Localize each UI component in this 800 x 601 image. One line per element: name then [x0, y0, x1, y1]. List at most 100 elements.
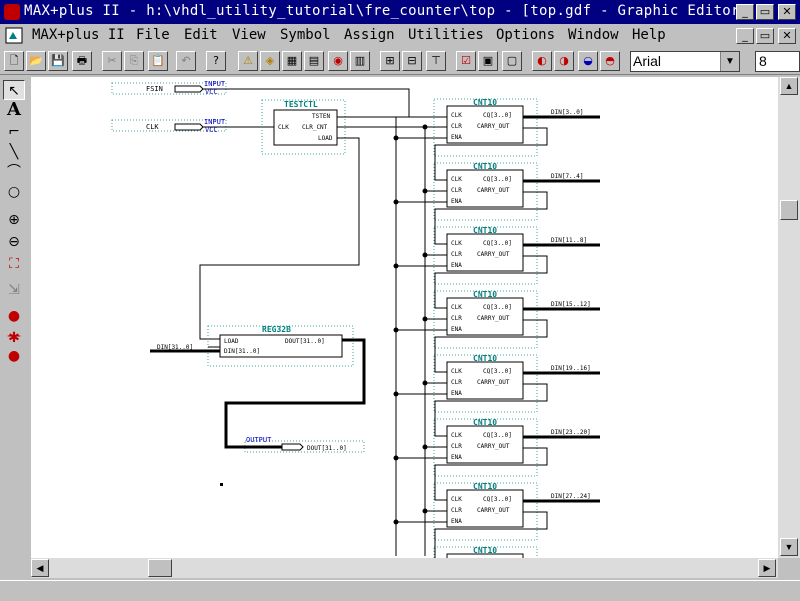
- arc-tool-icon[interactable]: ⌒: [7, 164, 21, 180]
- connect-dots-icon[interactable]: ●—●: [7, 308, 21, 364]
- menu-assign[interactable]: Assign: [344, 27, 395, 43]
- cnt10-block[interactable]: [446, 297, 524, 336]
- menu-file[interactable]: File: [136, 27, 170, 43]
- testctl-port-clk: CLK: [278, 124, 289, 131]
- cnt10-block[interactable]: [446, 361, 524, 400]
- eye-icon[interactable]: ◒: [578, 51, 598, 71]
- print-icon[interactable]: 🖶: [72, 51, 92, 71]
- junction-dot: [422, 444, 428, 450]
- input-pin-clk[interactable]: [174, 123, 204, 131]
- junction-dot: [393, 391, 399, 397]
- menu-options[interactable]: Options: [496, 27, 556, 43]
- horizontal-scrollbar[interactable]: ◀ ▶: [31, 558, 778, 578]
- selection-arrow-icon[interactable]: ↖: [3, 80, 25, 100]
- scroll-down-icon[interactable]: ▼: [780, 538, 798, 556]
- new-file-icon[interactable]: 🗋: [4, 51, 24, 71]
- carry-chain-wire[interactable]: [434, 447, 548, 501]
- font-size-input[interactable]: 8: [755, 51, 800, 72]
- clk-port-value: VCC: [205, 126, 218, 134]
- cnt-port-ena: ENA: [451, 198, 462, 205]
- carry-chain-wire[interactable]: [434, 383, 548, 437]
- carry-chain-wire[interactable]: [434, 127, 548, 181]
- doc-restore-button[interactable]: ▭: [756, 28, 774, 44]
- horizontal-scroll-thumb[interactable]: [148, 559, 172, 577]
- help-pointer-icon[interactable]: ?: [206, 51, 226, 71]
- junction-dot: [393, 199, 399, 205]
- menu-help[interactable]: Help: [632, 27, 666, 43]
- diagonal-line-icon[interactable]: ╲: [9, 144, 19, 160]
- cnt10-block[interactable]: [446, 105, 524, 144]
- scroll-left-icon[interactable]: ◀: [31, 559, 49, 577]
- document-icon[interactable]: [4, 27, 26, 45]
- hierarchy-display-icon[interactable]: ⊞: [380, 51, 400, 71]
- reg32b-block[interactable]: [219, 334, 343, 358]
- cnt10-block[interactable]: [446, 169, 524, 208]
- rubberband-icon[interactable]: ⇲: [8, 282, 20, 298]
- junction-dot: [393, 135, 399, 141]
- menu-maxplus[interactable]: MAX+plus II: [32, 27, 125, 43]
- save-icon[interactable]: 💾: [48, 51, 68, 71]
- probe-icon[interactable]: ◐: [532, 51, 552, 71]
- menu-window[interactable]: Window: [568, 27, 619, 43]
- junction-dot: [422, 380, 428, 386]
- cnt-port-ena: ENA: [451, 390, 462, 397]
- node-find-icon[interactable]: ◑: [554, 51, 574, 71]
- save-check-icon[interactable]: ☑: [456, 51, 476, 71]
- output-pin-dout[interactable]: [281, 443, 304, 451]
- save-compile-icon[interactable]: ▣: [478, 51, 498, 71]
- carry-chain-wire[interactable]: [434, 191, 548, 245]
- wire-load[interactable]: [199, 137, 360, 340]
- menu-utilities[interactable]: Utilities: [408, 27, 484, 43]
- cnt10-block[interactable]: [446, 425, 524, 464]
- vertical-scrollbar[interactable]: ▲ ▼: [778, 77, 800, 558]
- menu-symbol[interactable]: Symbol: [280, 27, 331, 43]
- menu-view[interactable]: View: [232, 27, 266, 43]
- fit-in-window-icon[interactable]: ⛶: [9, 256, 19, 272]
- font-select[interactable]: Arial ▼: [630, 51, 740, 72]
- doc-minimize-button[interactable]: _: [736, 28, 754, 44]
- maxplus-app-icon[interactable]: [4, 4, 20, 20]
- cut-icon[interactable]: ✂: [102, 51, 122, 71]
- zoom-in-icon[interactable]: ⊕: [8, 212, 20, 228]
- circle-tool-icon[interactable]: ○: [7, 184, 21, 200]
- bus-dout[interactable]: [224, 338, 366, 449]
- carry-chain-wire[interactable]: [434, 319, 548, 373]
- floorplan-icon[interactable]: ▦: [282, 51, 302, 71]
- cnt10-block[interactable]: [446, 489, 524, 528]
- junction-dot: [422, 124, 428, 130]
- input-pin-fsin[interactable]: [174, 85, 204, 93]
- orthogonal-line-icon[interactable]: ⌐: [8, 124, 20, 140]
- minimize-button[interactable]: _: [736, 4, 754, 20]
- vertical-scroll-thumb[interactable]: [780, 200, 798, 220]
- output-port-name: DOUT[31..0]: [307, 445, 347, 452]
- project-icon[interactable]: ⊟: [402, 51, 422, 71]
- carry-chain-wire[interactable]: [434, 511, 548, 558]
- restore-button[interactable]: ▭: [756, 4, 774, 20]
- tree-icon[interactable]: ⊤: [426, 51, 446, 71]
- scroll-right-icon[interactable]: ▶: [758, 559, 776, 577]
- text-tool-icon[interactable]: A: [7, 99, 21, 120]
- menu-edit[interactable]: Edit: [184, 27, 218, 43]
- undo-icon[interactable]: ↶: [176, 51, 196, 71]
- doc-close-button[interactable]: ✕: [778, 28, 796, 44]
- simulator-icon[interactable]: ▥: [350, 51, 370, 71]
- carry-chain-wire[interactable]: [434, 255, 548, 309]
- hierarchy-up-icon[interactable]: ◈: [260, 51, 280, 71]
- copy-icon[interactable]: ⎘: [124, 51, 144, 71]
- junction-icon[interactable]: ✱: [8, 330, 20, 346]
- chevron-down-icon[interactable]: ▼: [720, 52, 739, 71]
- warning-icon[interactable]: ⚠: [238, 51, 258, 71]
- compiler-icon[interactable]: ▤: [304, 51, 324, 71]
- paste-icon[interactable]: 📋: [148, 51, 168, 71]
- scroll-up-icon[interactable]: ▲: [780, 77, 798, 95]
- close-button[interactable]: ✕: [778, 4, 796, 20]
- open-folder-icon[interactable]: 📂: [26, 51, 46, 71]
- timing-icon[interactable]: ◉: [328, 51, 348, 71]
- cnt10-block[interactable]: [446, 553, 524, 558]
- cnt10-block[interactable]: [446, 233, 524, 272]
- save-simulate-icon[interactable]: ▢: [502, 51, 522, 71]
- eye-stop-icon[interactable]: ◓: [600, 51, 620, 71]
- zoom-out-icon[interactable]: ⊖: [8, 234, 20, 250]
